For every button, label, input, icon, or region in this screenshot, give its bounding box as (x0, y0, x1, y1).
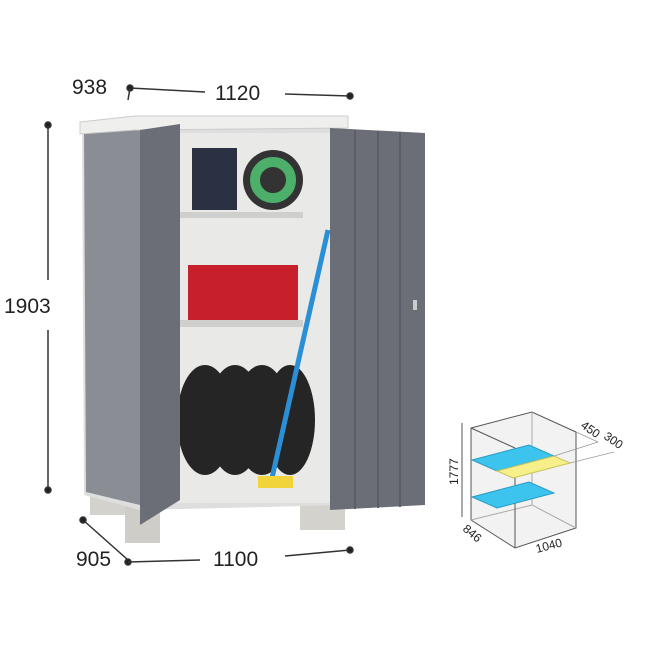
dim-bottom-width: 1100 (213, 548, 258, 571)
dim-top-width: 1120 (215, 82, 260, 105)
broom-handle (269, 229, 331, 479)
dimension-lines (44, 84, 354, 566)
shelf-upper (178, 212, 303, 218)
inner-dim-height: 1777 (447, 458, 461, 485)
interior-dimension-diagram (461, 411, 615, 549)
rubber-boots (192, 148, 237, 210)
door-handle[interactable] (413, 300, 417, 310)
dim-bottom-depth: 905 (76, 548, 111, 571)
dim-top-depth: 938 (72, 76, 107, 99)
shelf-blue-lower (470, 481, 556, 509)
shelf-middle (178, 320, 303, 327)
inner-dim-shelf-450: 450 (578, 418, 603, 441)
dim-height: 1903 (4, 295, 51, 318)
brush (258, 476, 293, 488)
tool-box (188, 265, 298, 320)
left-door[interactable] (140, 124, 180, 525)
inner-dim-width: 1040 (534, 535, 564, 556)
inner-dim-shelf-300: 300 (601, 429, 626, 452)
shed-side-panel (84, 128, 140, 505)
